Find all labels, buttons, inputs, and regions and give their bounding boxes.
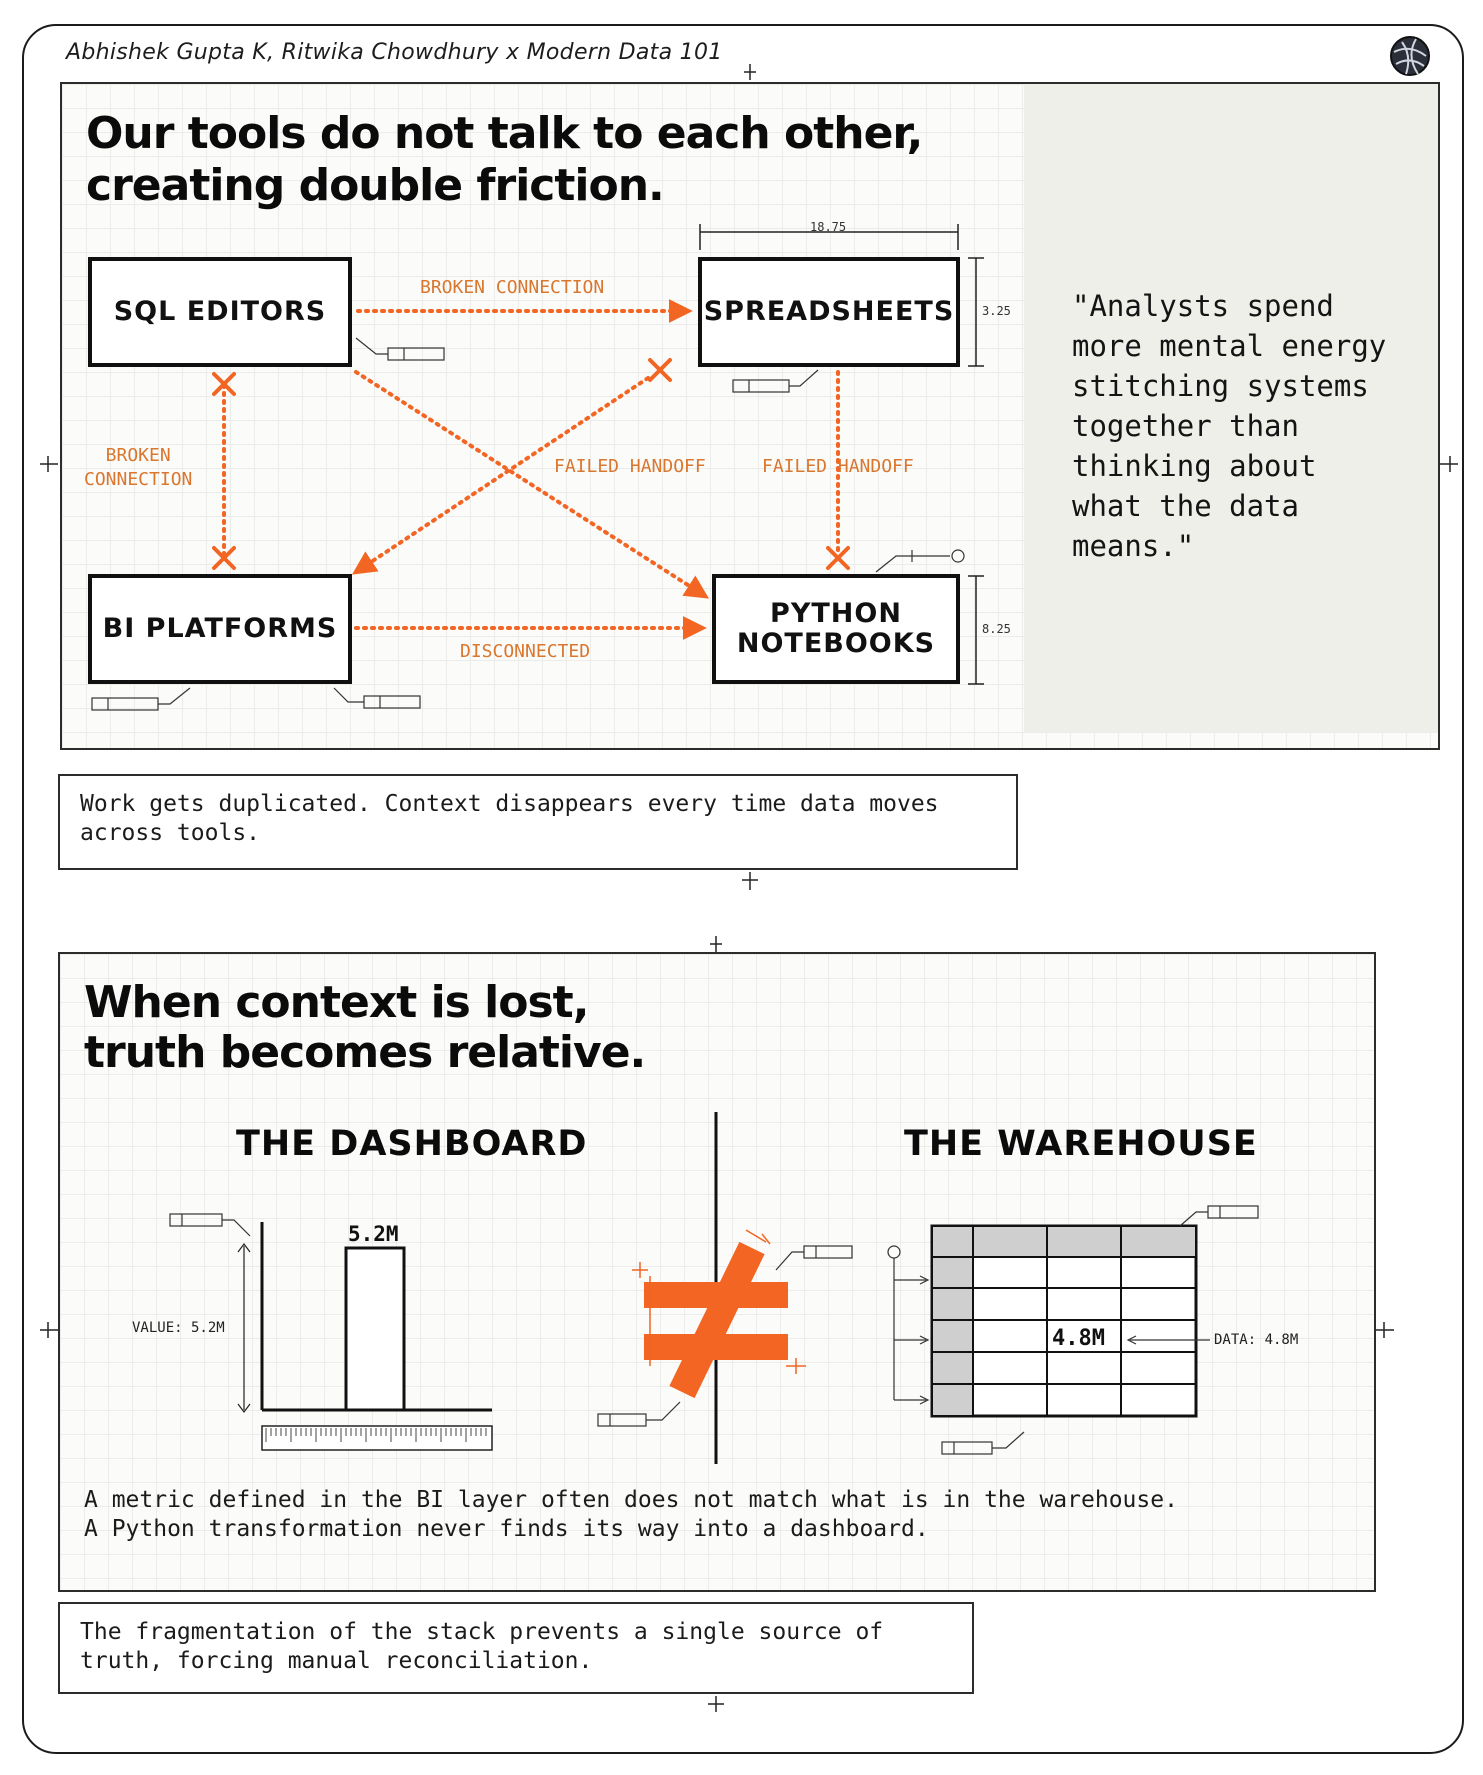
annotation-tag: [875, 549, 965, 573]
tool-connections-diagram: [40, 64, 1458, 890]
quote-box: [1024, 84, 1438, 732]
author-credit: Abhishek Gupta K, Ritwika Chowdhury x Mo…: [66, 40, 723, 65]
friction-caption: Work gets duplicated. Context disappears…: [58, 774, 1018, 870]
globe-logo-icon: [1390, 36, 1430, 76]
annotation-tag: [91, 687, 191, 711]
node-python-notebooks: PYTHON NOTEBOOKS: [712, 574, 960, 684]
truth-body-text: A metric defined in the BI layer often d…: [84, 1487, 1178, 1542]
annotation-tag: [333, 687, 421, 709]
broken-x-icon: [648, 358, 672, 382]
warehouse-data-label: DATA: 4.8M: [1214, 1332, 1299, 1348]
node-bi-platforms: BI PLATFORMS: [88, 574, 352, 684]
dashboard-title: THE DASHBOARD: [236, 1124, 588, 1164]
label-broken-connection-top: BROKEN CONNECTION: [420, 277, 605, 298]
annotation-tag: [732, 369, 819, 393]
label-broken-connection-left: BROKEN CONNECTION: [84, 445, 193, 490]
edge-spreadsheets-bi: [352, 376, 650, 575]
analyst-quote: "Analysts spend more mental energy stitc…: [1072, 289, 1387, 563]
dimension-width: 18.75: [810, 220, 847, 234]
friction-title: Our tools do not talk to each other, cre…: [86, 108, 923, 211]
broken-x-icon: [826, 546, 850, 570]
warehouse-title: THE WAREHOUSE: [904, 1124, 1258, 1164]
edge-sql-python: [354, 370, 710, 599]
dimension-height-top: 3.25: [982, 304, 1011, 318]
label-failed-handoff-right: FAILED HANDOFF: [762, 456, 914, 477]
dimension-height-bottom: 8.25: [982, 622, 1011, 636]
annotation-tag: [355, 337, 445, 361]
truth-title: When context is lost, truth becomes rela…: [84, 977, 646, 1078]
dashboard-value-label: VALUE: 5.2M: [132, 1320, 225, 1336]
broken-x-icon: [212, 546, 236, 570]
node-spreadsheets: SPREADSHEETS: [698, 257, 960, 367]
broken-x-icon: [212, 372, 236, 396]
dashboard-bar-label: 5.2M: [348, 1222, 399, 1246]
warehouse-cell-value: 4.8M: [1052, 1326, 1105, 1351]
truth-caption: The fragmentation of the stack prevents …: [58, 1602, 974, 1694]
label-failed-handoff-diag: FAILED HANDOFF: [554, 456, 706, 477]
node-sql-editors: SQL EDITORS: [88, 257, 352, 367]
label-disconnected: DISCONNECTED: [460, 641, 591, 662]
